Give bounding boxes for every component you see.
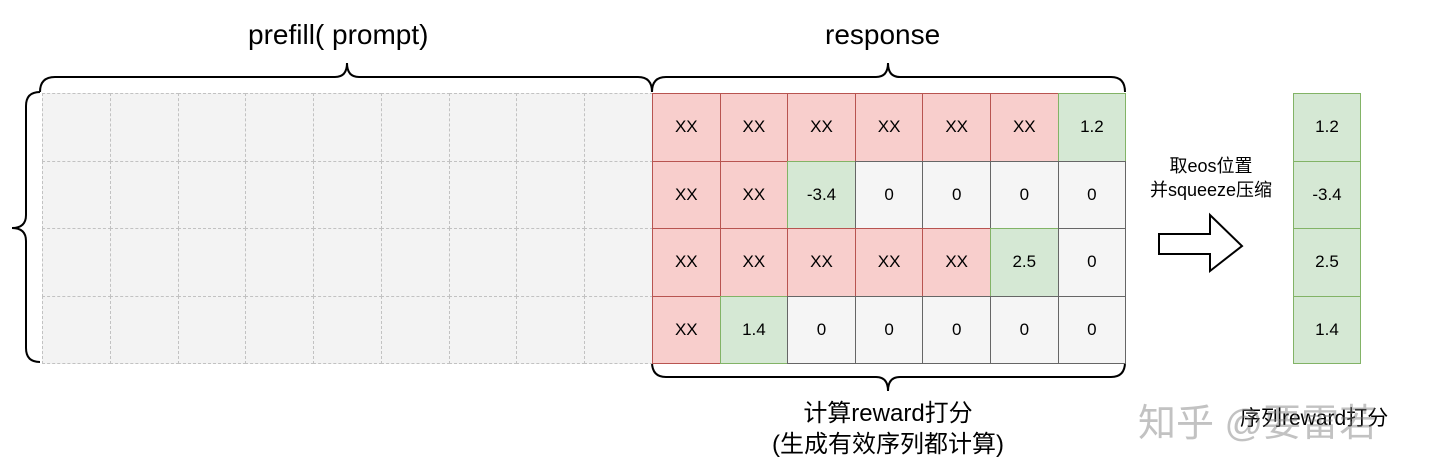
prefill-cell xyxy=(42,295,111,364)
prefill-cell xyxy=(245,295,315,364)
response-cell: 0 xyxy=(787,295,856,364)
prefill-cell xyxy=(42,228,111,297)
prefill-cell xyxy=(584,160,653,229)
prefill-cell xyxy=(584,295,653,364)
response-cell: 0 xyxy=(1057,228,1127,297)
prefill-cell xyxy=(313,93,382,162)
response-cell: 0 xyxy=(854,160,924,229)
response-cell: 0 xyxy=(990,160,1059,229)
watermark: 知乎 @要雷若 xyxy=(1138,403,1378,445)
response-cell: XX xyxy=(922,93,991,162)
compute-caption-line2: (生成有效序列都计算) xyxy=(772,431,1004,458)
response-label: response xyxy=(825,19,941,50)
prefill-cell xyxy=(245,93,315,162)
prefill-cell xyxy=(584,93,653,162)
response-cell: 0 xyxy=(1057,295,1127,364)
response-cell: XX xyxy=(787,93,856,162)
prefill-cell xyxy=(448,295,518,364)
prefill-cell xyxy=(516,93,586,162)
response-cell: XX xyxy=(854,93,924,162)
prefill-cell xyxy=(380,93,450,162)
response-cell: XX xyxy=(652,295,721,364)
response-cell: XX xyxy=(719,160,789,229)
prefill-cell xyxy=(380,160,450,229)
output-cell: 2.5 xyxy=(1293,228,1361,297)
prefill-cell xyxy=(177,228,247,297)
response-cell: XX xyxy=(922,228,991,297)
prefill-cell xyxy=(313,160,382,229)
prefill-cell xyxy=(516,228,586,297)
response-cell: XX xyxy=(719,228,789,297)
arrow-icon xyxy=(1158,212,1244,274)
response-cell: XX xyxy=(652,228,721,297)
prefill-cell xyxy=(109,295,179,364)
prefill-cell xyxy=(516,295,586,364)
response-cell: XX xyxy=(652,93,721,162)
prefill-cell xyxy=(245,228,315,297)
response-cell: 0 xyxy=(854,295,924,364)
response-cell: XX xyxy=(719,93,789,162)
prefill-cell xyxy=(109,93,179,162)
response-cell: 1.2 xyxy=(1057,93,1127,162)
prefill-cell xyxy=(245,160,315,229)
compute-caption: 计算reward打分 (生成有效序列都计算) xyxy=(720,398,1056,460)
prefill-cell xyxy=(448,228,518,297)
compute-caption-line1: 计算reward打分 xyxy=(803,400,973,427)
output-cell: 1.2 xyxy=(1293,93,1361,162)
prefill-cell xyxy=(380,228,450,297)
response-cell: 0 xyxy=(922,160,991,229)
response-cell: XX xyxy=(787,228,856,297)
prefill-brace xyxy=(39,62,653,93)
prefill-cell xyxy=(42,93,111,162)
response-brace xyxy=(651,62,1126,93)
prefill-cell xyxy=(313,228,382,297)
arrow-caption-line2: 并squeeze压缩 xyxy=(1149,180,1273,200)
response-cell: 0 xyxy=(990,295,1059,364)
prefill-label: prefill( prompt) xyxy=(248,19,429,50)
response-cell: 2.5 xyxy=(990,228,1059,297)
arrow-caption: 取eos位置 并squeeze压缩 xyxy=(1136,154,1286,202)
prefill-cell xyxy=(516,160,586,229)
prefill-cell xyxy=(313,295,382,364)
output-cell: 1.4 xyxy=(1293,295,1361,364)
response-cell: XX xyxy=(990,93,1059,162)
response-cell: XX xyxy=(854,228,924,297)
response-cell: XX xyxy=(652,160,721,229)
prefill-cell xyxy=(380,295,450,364)
output-cell: -3.4 xyxy=(1293,160,1361,229)
prefill-cell xyxy=(177,93,247,162)
arrow-caption-line1: 取eos位置 xyxy=(1169,156,1253,176)
response-cell: 0 xyxy=(1057,160,1127,229)
batch-brace xyxy=(11,91,41,363)
result-label: 序列reward打分 xyxy=(1240,407,1389,430)
prefill-cell xyxy=(448,93,518,162)
compute-brace xyxy=(651,361,1126,392)
response-cell: 0 xyxy=(922,295,991,364)
prefill-cell xyxy=(584,228,653,297)
prefill-cell xyxy=(109,228,179,297)
response-cell: 1.4 xyxy=(719,295,789,364)
prefill-cell xyxy=(109,160,179,229)
prefill-cell xyxy=(177,295,247,364)
response-cell: -3.4 xyxy=(787,160,856,229)
prefill-cell xyxy=(177,160,247,229)
prefill-cell xyxy=(448,160,518,229)
prefill-cell xyxy=(42,160,111,229)
